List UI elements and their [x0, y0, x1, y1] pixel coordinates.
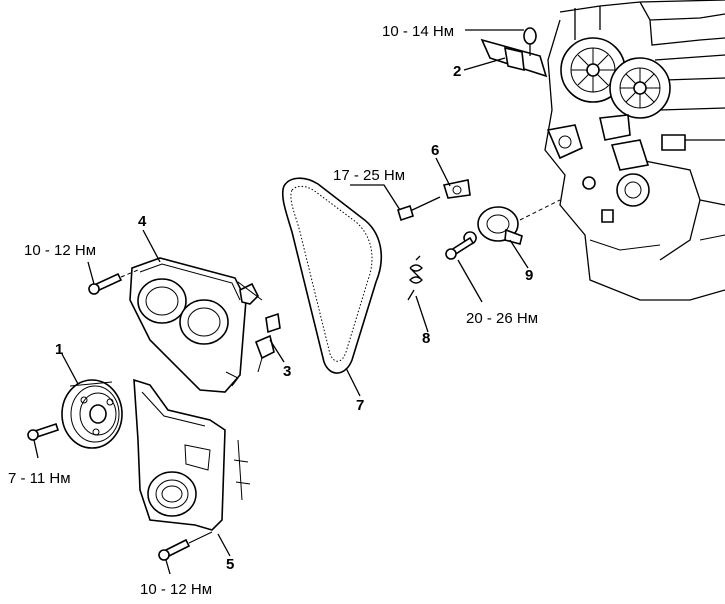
part-number-labels: 2 6 4 9 8 1 3 7 5	[55, 63, 533, 573]
pulley-bolt	[27, 422, 60, 441]
callout-1: 1	[55, 341, 63, 358]
torque-label-top: 10 - 14 Нм	[382, 23, 454, 40]
part-7-timing-belt	[281, 177, 383, 374]
callout-9: 9	[525, 267, 533, 284]
callout-7: 7	[356, 397, 364, 414]
part-2-hose-clamp	[480, 27, 548, 78]
leader-lines	[33, 29, 529, 575]
callout-5: 5	[226, 556, 234, 573]
callout-2: 2	[453, 63, 461, 80]
part-6-tensioner-bracket	[397, 179, 471, 222]
callout-6: 6	[431, 142, 439, 159]
torque-label-lower-cover: 10 - 12 Нм	[140, 581, 212, 598]
torque-label-tension-bracket: 17 - 25 Нм	[333, 167, 405, 184]
torque-label-pulley: 7 - 11 Нм	[8, 470, 71, 487]
part-5-lower-cover	[133, 378, 251, 531]
callout-3: 3	[283, 363, 291, 380]
upper-cover-bolt	[88, 269, 139, 295]
callout-4: 4	[138, 213, 147, 230]
engine-block	[544, 0, 725, 301]
torque-labels: 10 - 14 Нм 17 - 25 Нм 10 - 12 Нм 20 - 26…	[8, 23, 538, 598]
part-8-tensioner-spring	[407, 255, 423, 301]
lower-cover-bolt	[158, 531, 213, 561]
torque-label-tensioner: 20 - 26 Нм	[466, 310, 538, 327]
part-9-tensioner-pulley	[463, 199, 561, 245]
camshaft-sprocket-right	[609, 57, 671, 119]
part-4-upper-cover	[129, 257, 247, 393]
part-1-crankshaft-pulley	[61, 379, 123, 449]
tensioner-bolt	[445, 236, 475, 260]
torque-label-upper-cover: 10 - 12 Нм	[24, 242, 96, 259]
part-3-fasteners	[237, 281, 281, 373]
callout-8: 8	[422, 330, 430, 347]
